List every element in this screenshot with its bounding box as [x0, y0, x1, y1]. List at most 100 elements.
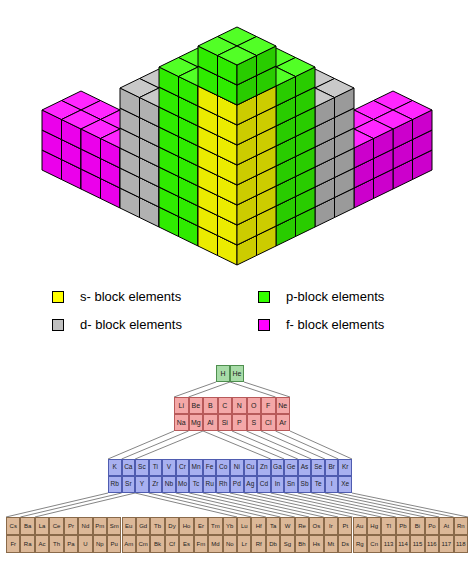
- element-cell: I: [325, 476, 339, 493]
- element-cell: Es: [179, 535, 193, 553]
- element-symbol: F: [266, 402, 270, 409]
- element-symbol: Md: [211, 541, 219, 547]
- element-cell: Gd: [136, 517, 150, 535]
- element-symbol: H: [220, 370, 225, 377]
- legend-text: s- block elements: [80, 290, 181, 304]
- element-cell: C: [218, 397, 233, 414]
- element-symbol: Be: [191, 402, 200, 409]
- element-symbol: Sc: [138, 464, 146, 471]
- element-symbol: Co: [219, 464, 227, 471]
- element-symbol: Ds: [342, 541, 349, 547]
- element-symbol: Ru: [205, 481, 213, 488]
- element-symbol: 113: [384, 541, 394, 547]
- element-cell: Pb: [396, 517, 410, 535]
- element-symbol: C: [222, 402, 227, 409]
- element-symbol: Tb: [154, 523, 161, 529]
- element-cell: Zr: [149, 476, 163, 493]
- element-symbol: Kr: [342, 464, 349, 471]
- element-cell: V: [162, 459, 176, 476]
- element-symbol: Gd: [139, 523, 147, 529]
- element-cell: Fe: [203, 459, 217, 476]
- element-symbol: At: [444, 523, 450, 529]
- element-cell: Br: [325, 459, 339, 476]
- element-symbol: Ne: [278, 402, 287, 409]
- element-symbol: Ti: [153, 464, 158, 471]
- element-cell: Ni: [230, 459, 244, 476]
- projection-line: [203, 431, 271, 459]
- element-cell: La: [35, 517, 49, 535]
- element-symbol: In: [275, 481, 280, 488]
- element-symbol: Am: [124, 541, 133, 547]
- projection-line: [276, 431, 339, 459]
- element-cell: Mg: [189, 414, 204, 431]
- legend-swatch: [258, 319, 270, 331]
- projection-line: [216, 493, 323, 517]
- element-symbol: 117: [442, 541, 452, 547]
- element-symbol: Ta: [270, 523, 276, 529]
- element-cell: 116: [425, 535, 439, 553]
- element-symbol: Rg: [356, 541, 364, 547]
- element-cell: Pm: [93, 517, 107, 535]
- element-cell: Ga: [271, 459, 285, 476]
- element-symbol: Pr: [68, 523, 74, 529]
- element-cell: Bh: [295, 535, 309, 553]
- element-symbol: Mn: [192, 464, 201, 471]
- element-symbol: Ni: [234, 464, 240, 471]
- element-cell: Rf: [251, 535, 265, 553]
- element-cell: No: [223, 535, 237, 553]
- element-cell: As: [298, 459, 312, 476]
- element-cell: Cs: [6, 517, 20, 535]
- element-symbol: Pd: [233, 481, 241, 488]
- element-symbol: He: [233, 370, 242, 377]
- element-cell: Db: [266, 535, 280, 553]
- element-cell: Tm: [208, 517, 222, 535]
- element-cell: Y: [135, 476, 149, 493]
- element-cell: Ca: [122, 459, 136, 476]
- element-symbol: Re: [298, 523, 306, 529]
- element-cell: Nd: [78, 517, 92, 535]
- element-symbol: Nd: [82, 523, 90, 529]
- projection-line: [232, 431, 298, 459]
- element-cell: Np: [93, 535, 107, 553]
- element-symbol: O: [251, 402, 256, 409]
- element-symbol: Ho: [183, 523, 191, 529]
- element-symbol: N: [237, 402, 242, 409]
- element-symbol: Zr: [152, 481, 158, 488]
- element-cell: Ar: [276, 414, 291, 431]
- element-cell: Zn: [257, 459, 271, 476]
- element-cell: Rn: [454, 517, 468, 535]
- element-symbol: Bk: [154, 541, 161, 547]
- element-symbol: Xe: [341, 481, 349, 488]
- element-symbol: Pt: [342, 523, 348, 529]
- element-cell: Al: [203, 414, 218, 431]
- element-symbol: 118: [456, 541, 466, 547]
- element-cell: Sb: [298, 476, 312, 493]
- element-cell: Cl: [261, 414, 276, 431]
- element-symbol: P: [237, 419, 242, 426]
- element-cell: W: [280, 517, 294, 535]
- legend-text: d- block elements: [80, 318, 182, 332]
- element-cell: Po: [425, 517, 439, 535]
- projection-line: [122, 431, 189, 459]
- element-symbol: Fm: [197, 541, 206, 547]
- element-symbol: Pm: [95, 523, 104, 529]
- element-cell: Xe: [338, 476, 352, 493]
- element-cell: In: [271, 476, 285, 493]
- element-symbol: Mg: [191, 419, 201, 426]
- projection-line: [338, 493, 453, 517]
- element-cell: 118: [454, 535, 468, 553]
- element-symbol: Au: [356, 523, 363, 529]
- element-symbol: Np: [96, 541, 104, 547]
- element-cell: Tl: [381, 517, 395, 535]
- element-cell: Na: [174, 414, 189, 431]
- element-cell: Er: [194, 517, 208, 535]
- element-cell: Pu: [107, 535, 121, 553]
- element-cell: N: [232, 397, 247, 414]
- element-cell: At: [439, 517, 453, 535]
- projection-line: [35, 493, 135, 517]
- projection-line: [257, 493, 367, 517]
- projection-line: [20, 493, 121, 517]
- element-cell: U: [78, 535, 92, 553]
- element-symbol: Na: [177, 419, 186, 426]
